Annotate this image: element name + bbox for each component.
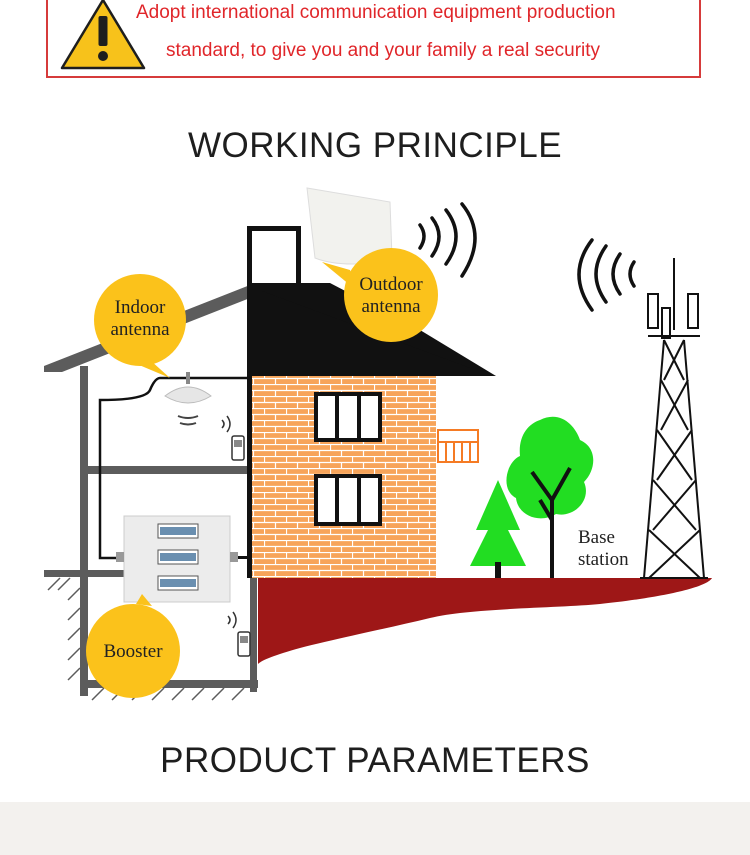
booster-label: Booster xyxy=(103,641,163,662)
outdoor-antenna-bubble xyxy=(322,248,438,342)
indoor-antenna xyxy=(164,372,212,426)
outdoor-signal-icon xyxy=(418,202,477,278)
window-lower xyxy=(314,474,382,526)
outdoor-antenna-label: Outdoor antenna xyxy=(344,274,438,318)
base-station-tower xyxy=(640,258,708,579)
indoor-label-line1: Indoor xyxy=(114,297,166,318)
warning-triangle-icon xyxy=(60,0,146,70)
base-label-line2: station xyxy=(578,549,629,570)
tree-large xyxy=(506,416,594,578)
notice-line-2: standard, to give you and your family a … xyxy=(166,40,601,61)
outdoor-antenna xyxy=(247,187,393,578)
indoor-label-line2: antenna xyxy=(110,319,170,340)
indoor-antenna-label: Indoor antenna xyxy=(94,297,186,341)
working-principle-diagram xyxy=(44,187,712,701)
booster-device xyxy=(116,515,250,603)
cable xyxy=(98,376,250,560)
balcony xyxy=(437,429,479,463)
tower-signal-icon xyxy=(577,238,636,312)
booster-bubble xyxy=(86,594,180,698)
outdoor-label-line2: antenna xyxy=(361,296,421,317)
phone-icon xyxy=(221,415,245,461)
notice-line-1: Adopt international communication equipm… xyxy=(136,2,616,23)
indoor-antenna-bubble xyxy=(94,274,186,378)
window-upper xyxy=(314,392,382,442)
base-label-line1: Base xyxy=(578,527,615,548)
base-station-label: Base station xyxy=(578,527,642,571)
phone-icon xyxy=(227,611,251,657)
notice-banner: Adopt international communication equipm… xyxy=(46,0,701,78)
bottom-band xyxy=(0,802,750,855)
ground xyxy=(258,578,712,664)
product-parameters-heading: PRODUCT PARAMETERS xyxy=(160,741,590,780)
working-principle-heading: WORKING PRINCIPLE xyxy=(187,126,563,165)
tree-small xyxy=(470,480,526,578)
outdoor-label-line1: Outdoor xyxy=(359,274,423,295)
